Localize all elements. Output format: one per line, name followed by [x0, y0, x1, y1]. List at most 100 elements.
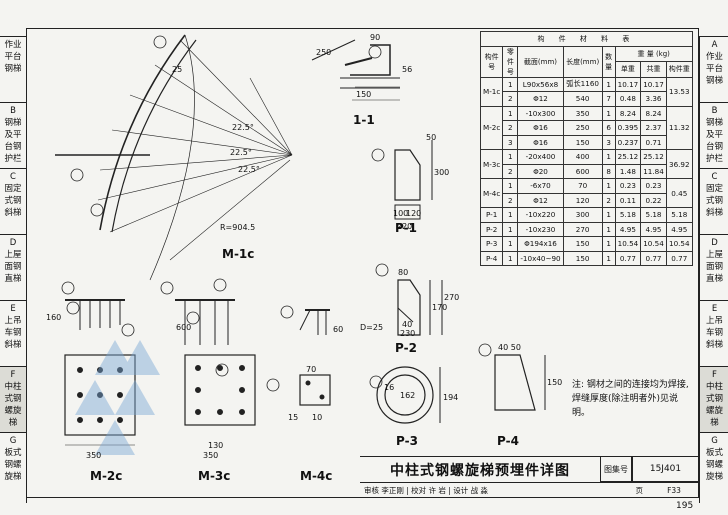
- table-cell: 3.36: [640, 91, 667, 107]
- atlas-number: 15J401: [632, 456, 699, 482]
- th-part: 零件号: [502, 45, 519, 78]
- sign-row-text: 审核 李正刚 | 校对 许 岩 | 设计 战 淼: [364, 486, 489, 495]
- table-cell: 1: [601, 178, 616, 194]
- dim-p2-40: 40: [402, 320, 412, 329]
- label-1-1: 1-1: [353, 113, 375, 127]
- material-table: 构 件 材 料 表 构件号 零件号 截面(mm) 长度(mm) 数量 重 量 (…: [479, 31, 693, 266]
- table-cell: Φ194x16: [517, 236, 564, 252]
- left-tab-e[interactable]: E 上吊 车钢 斜梯: [0, 301, 26, 367]
- left-tab-a[interactable]: 作业 平台 钢梯: [0, 37, 26, 103]
- table-cell: 600: [562, 163, 603, 179]
- left-tab-f[interactable]: F 中柱 式钢 螺旋 梯: [0, 367, 26, 433]
- drawing-frame: [26, 28, 699, 498]
- table-cell: 0.23: [640, 178, 667, 194]
- table-cell: 2.37: [640, 120, 667, 136]
- table-cell: 1: [502, 221, 519, 237]
- table-cell: 70: [562, 178, 603, 194]
- th-weight: 重 量 (kg): [614, 45, 693, 62]
- left-index-strip: 作业 平台 钢梯 B 钢梯 及平 台钢 护栏 C 固定 式钢 斜梯 D 上屋 面…: [0, 36, 27, 503]
- right-tab-a[interactable]: A 作业 平台 钢梯: [700, 37, 728, 103]
- dim-p2-170: 170: [432, 303, 447, 312]
- dim-p2-270: 270: [444, 293, 459, 302]
- dim-m3c-600: 600: [176, 323, 191, 332]
- table-cell: 0.45: [665, 178, 693, 208]
- table-cell: P-3: [479, 236, 504, 252]
- table-cell: -10x230: [517, 221, 564, 237]
- table-cell: -20x400: [517, 149, 564, 165]
- label-m1c: M-1c: [222, 247, 254, 261]
- table-cell: 11.84: [640, 163, 667, 179]
- table-cell: P-1: [479, 207, 504, 223]
- table-cell: 150: [562, 134, 603, 150]
- table-cell: 25.12: [614, 149, 642, 165]
- table-cell: 36.92: [665, 149, 693, 179]
- label-p3: P-3: [396, 434, 418, 448]
- drawing-title: 中柱式钢螺旋梯预埋件详图: [360, 456, 601, 483]
- label-m3c: M-3c: [198, 469, 230, 483]
- table-cell: 2: [502, 192, 519, 208]
- table-cell: 150: [562, 236, 603, 252]
- table-cell: M-4c: [479, 178, 504, 208]
- table-cell: 0.71: [640, 134, 667, 150]
- table-cell: 1: [601, 250, 616, 266]
- table-cell: 120: [562, 192, 603, 208]
- dim-m4c-10: 10: [312, 413, 322, 422]
- dim-p1-300: 300: [434, 168, 449, 177]
- table-cell: 270: [562, 221, 603, 237]
- table-cell: 2: [601, 192, 616, 208]
- dim-m4c-15: 15: [288, 413, 298, 422]
- table-cell: -6x70: [517, 178, 564, 194]
- table-cell: M-2c: [479, 105, 504, 150]
- m1c-radial-lines: [97, 39, 293, 233]
- watermark-logo: [75, 340, 160, 455]
- right-tab-d[interactable]: D 上屋 面钢 直梯: [700, 235, 728, 301]
- table-cell: 1: [601, 207, 616, 223]
- table-cell: 4.95: [640, 221, 667, 237]
- left-tab-d[interactable]: D 上屋 面钢 直梯: [0, 235, 26, 301]
- dim-p4-150: 150: [547, 378, 562, 387]
- table-cell: 1: [502, 105, 519, 121]
- table-cell: 13.53: [665, 76, 693, 107]
- left-tab-g[interactable]: G 板式 钢螺 旋梯: [4, 436, 22, 482]
- table-cell: 1: [502, 149, 519, 165]
- th-total-weight: 共重: [640, 61, 667, 78]
- table-cell: 2: [502, 163, 519, 179]
- table-cell: 0.237: [614, 134, 642, 150]
- right-tab-g[interactable]: G 板式 钢螺 旋梯: [705, 436, 723, 482]
- table-cell: 300: [562, 207, 603, 223]
- dim-p2-230: 230: [400, 329, 415, 338]
- table-cell: 350: [562, 105, 603, 121]
- table-cell: 1: [502, 76, 519, 92]
- dim-m3c-130: 130: [208, 441, 223, 450]
- m1c-outer-arc: [99, 34, 186, 231]
- table-cell: 0.77: [614, 250, 642, 266]
- right-tab-e[interactable]: E 上吊 车钢 斜梯: [700, 301, 728, 367]
- table-cell: 0.22: [640, 192, 667, 208]
- page-label: 页: [635, 486, 644, 495]
- table-cell: 1.48: [614, 163, 642, 179]
- dim-p1-50: 50: [426, 133, 436, 142]
- label-m2c: M-2c: [90, 469, 122, 483]
- right-tab-f[interactable]: F 中柱 式钢 螺旋 梯: [700, 367, 728, 433]
- left-tab-b[interactable]: B 钢梯 及平 台钢 护栏: [0, 103, 26, 169]
- right-tab-c[interactable]: C 固定 式钢 斜梯: [700, 169, 728, 235]
- dim-22-5-a: 22.5°: [232, 123, 254, 132]
- table-cell: 3: [601, 134, 616, 150]
- right-tab-b[interactable]: B 钢梯 及平 台钢 护栏: [700, 103, 728, 169]
- table-cell: 540: [562, 91, 603, 107]
- dim-m2c-350: 350: [86, 451, 101, 460]
- dim-radius: R=904.5: [220, 223, 255, 232]
- table-cell: 2: [502, 120, 519, 136]
- left-tab-c[interactable]: C 固定 式钢 斜梯: [0, 169, 26, 235]
- th-member: 构件号: [479, 45, 504, 78]
- label-p2: P-2: [395, 341, 417, 355]
- page-number: 195: [676, 501, 694, 511]
- table-cell: 1: [601, 221, 616, 237]
- dim-25: 25: [172, 65, 182, 74]
